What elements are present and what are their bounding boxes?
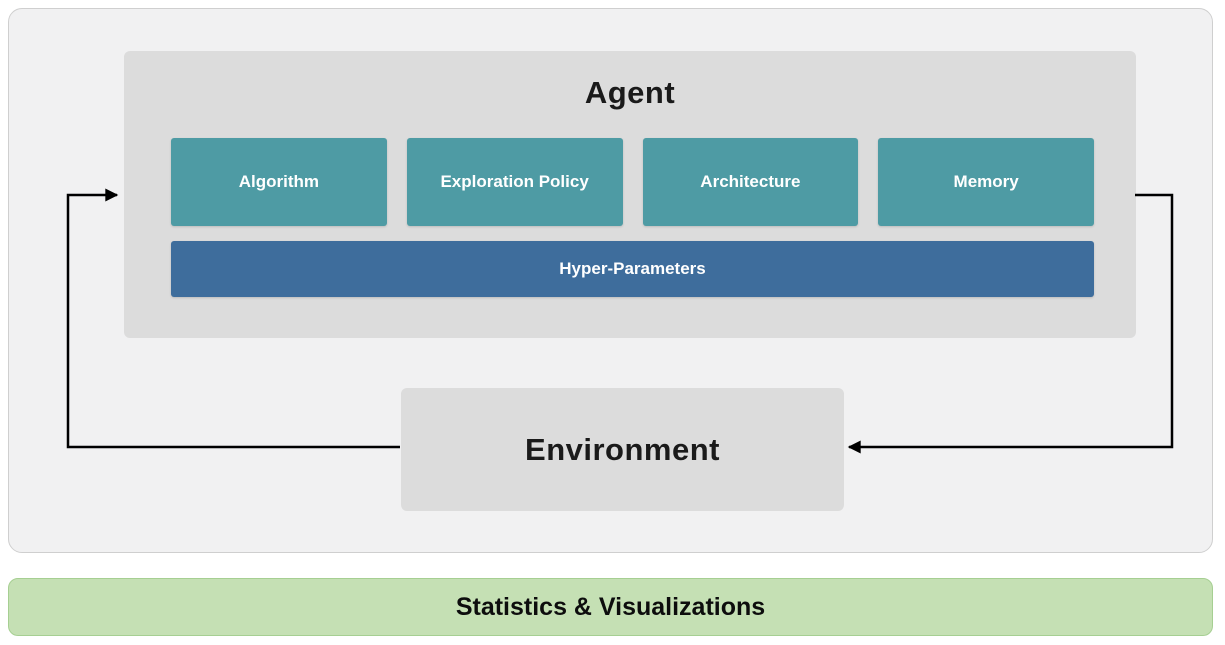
component-box-memory: Memory <box>878 138 1094 226</box>
component-box-exploration-policy: Exploration Policy <box>406 138 623 226</box>
component-label: Exploration Policy <box>440 172 589 191</box>
agent-title: Agent <box>584 75 676 110</box>
component-label: Algorithm <box>238 172 320 191</box>
component-label: Memory <box>953 172 1019 191</box>
agent-container: Agent Algorithm Exploration Policy Archi… <box>124 51 1136 338</box>
framework-panel: Agent Algorithm Exploration Policy Archi… <box>8 8 1213 553</box>
component-box-algorithm: Algorithm <box>171 138 387 226</box>
environment-title: Environment <box>525 431 720 467</box>
agent-component-row: Algorithm Exploration Policy Architectur… <box>171 138 1094 226</box>
statistics-visualizations-label: Statistics & Visualizations <box>455 592 766 621</box>
hyper-parameters-label: Hyper-Parameters <box>559 259 706 278</box>
component-label: Architecture <box>700 172 801 191</box>
statistics-visualizations-bar: Statistics & Visualizations <box>8 578 1213 636</box>
environment-box: Environment <box>401 388 844 511</box>
hyper-parameters-bar: Hyper-Parameters <box>171 241 1094 297</box>
component-box-architecture: Architecture <box>642 138 859 226</box>
